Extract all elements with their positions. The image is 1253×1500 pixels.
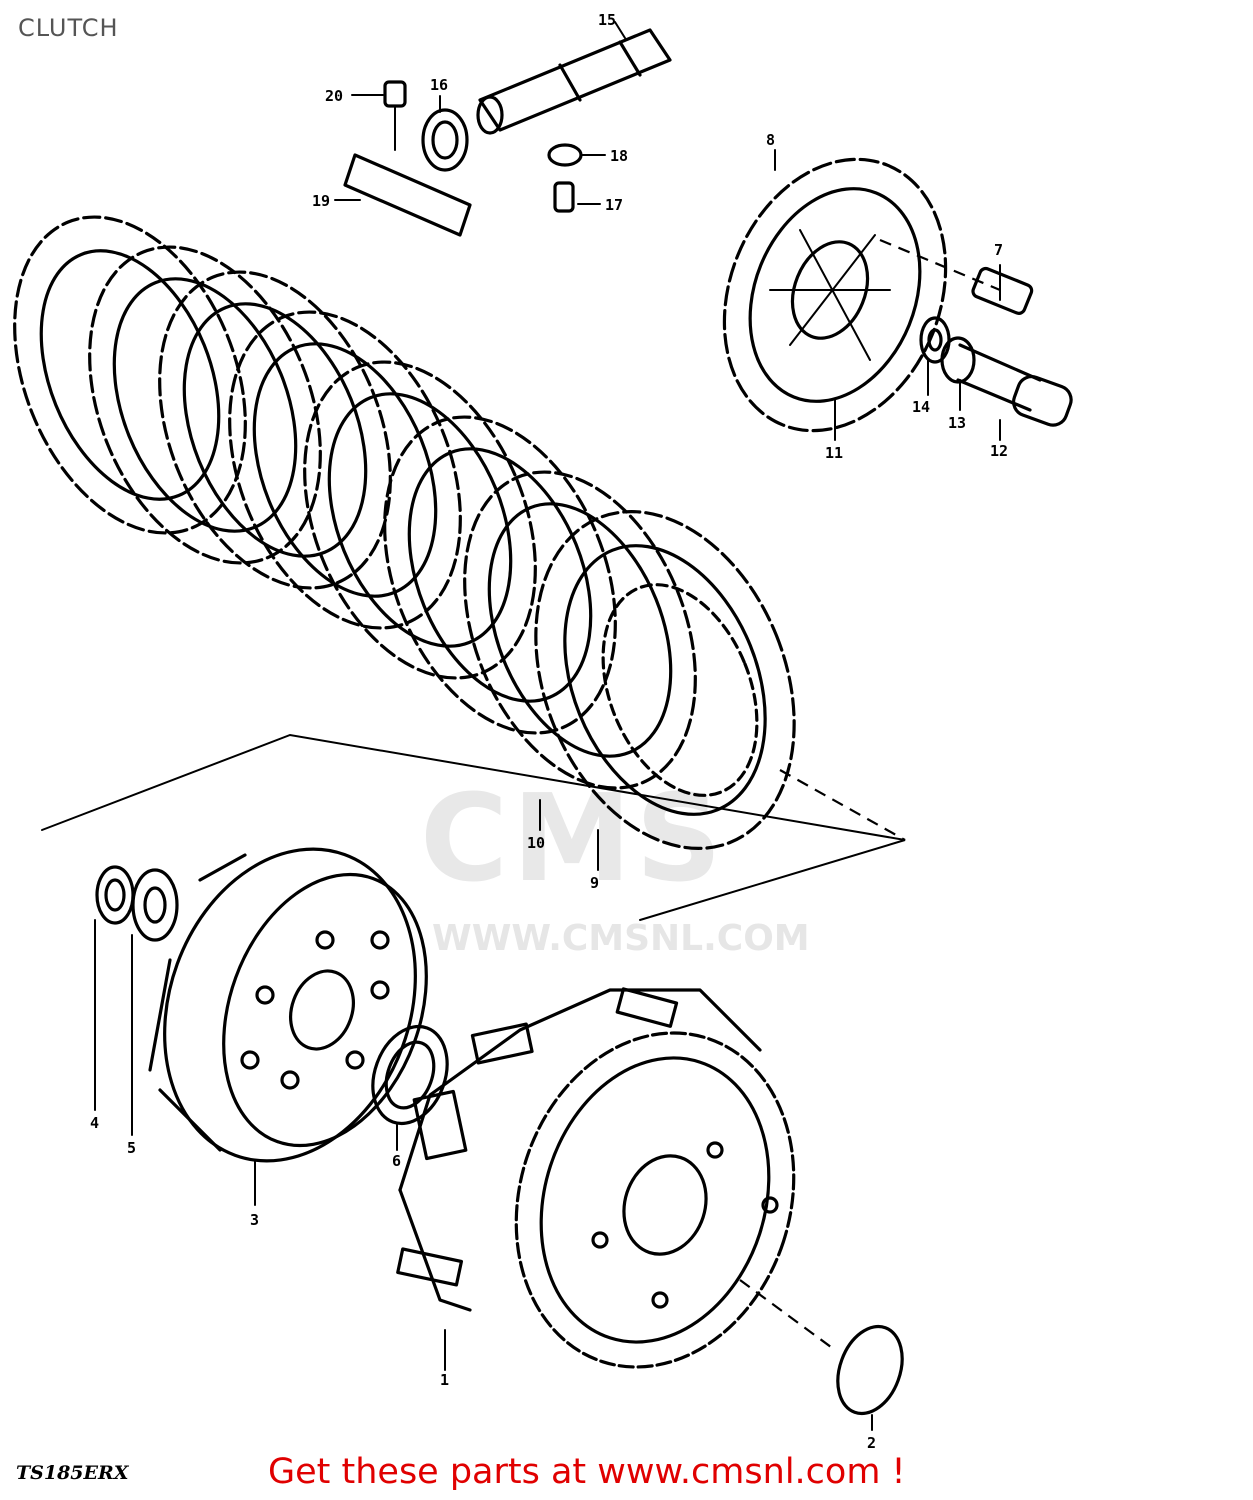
model-code: TS185ERX (16, 1462, 129, 1484)
axis-line-lower (779, 769, 906, 841)
callout-7: 7 (994, 241, 1003, 259)
callout-4: 4 (90, 1114, 99, 1132)
release-rod-assembly (919, 316, 1073, 427)
callout-1: 1 (440, 1371, 449, 1389)
callout-numbers: 1 2 3 4 5 6 7 8 9 10 11 12 13 14 15 16 1… (90, 11, 1008, 1452)
callout-14: 14 (912, 398, 930, 416)
callout-20: 20 (325, 87, 343, 105)
nut-and-washer (95, 865, 179, 942)
clutch-plate-stack (13, 215, 796, 850)
callout-10: 10 (527, 834, 545, 852)
callout-19: 19 (312, 192, 330, 210)
callout-9: 9 (590, 874, 599, 892)
callout-16: 16 (430, 76, 448, 94)
release-shaft-assembly (343, 28, 672, 237)
assembly-outline (41, 733, 906, 921)
callout-17: 17 (605, 196, 623, 214)
thrust-washer (371, 1024, 449, 1126)
callout-8: 8 (766, 131, 775, 149)
callout-5: 5 (127, 1139, 136, 1157)
callout-18: 18 (610, 147, 628, 165)
callout-6: 6 (392, 1152, 401, 1170)
callout-3: 3 (250, 1211, 259, 1229)
primary-driven-gear (396, 987, 836, 1369)
cta-link[interactable]: Get these parts at www.cmsnl.com ! (268, 1452, 906, 1492)
o-ring (836, 1324, 904, 1416)
callout-11: 11 (825, 444, 843, 462)
callout-12: 12 (990, 442, 1008, 460)
callout-2: 2 (867, 1434, 876, 1452)
callout-15: 15 (598, 11, 616, 29)
page-title: CLUTCH (18, 14, 119, 42)
leader-lines (94, 21, 1001, 1431)
callout-13: 13 (948, 414, 966, 432)
pressure-plate (722, 157, 1034, 433)
clutch-sleeve-hub (148, 847, 428, 1163)
